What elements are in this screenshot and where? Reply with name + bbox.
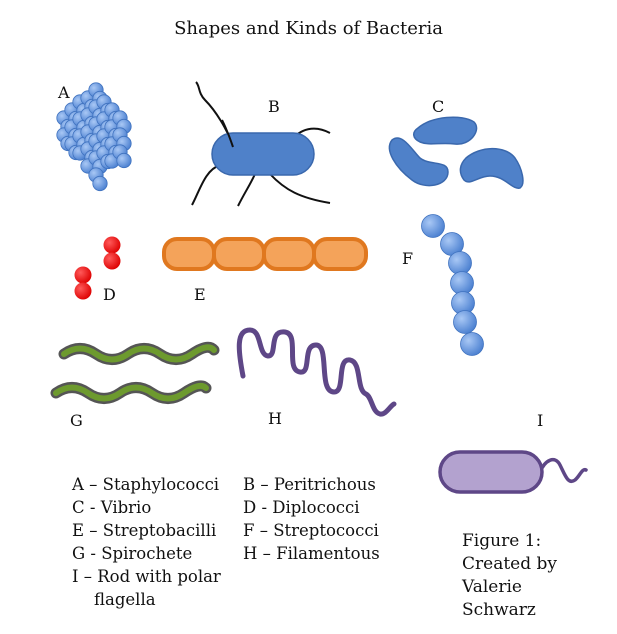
figure-caption-line-3: Valerie xyxy=(462,577,522,597)
legend-entry-b: B – Peritrichous xyxy=(243,475,376,494)
diplococci xyxy=(74,236,121,300)
label-i: I xyxy=(537,411,544,430)
legend-entry-i-continued: flagella xyxy=(94,590,156,609)
staphylococci-cluster xyxy=(56,82,132,192)
label-c: C xyxy=(432,97,445,116)
coccus-cell xyxy=(116,152,132,169)
filamentous-bacterium xyxy=(236,327,397,417)
label-g: G xyxy=(70,411,83,430)
label-a: A xyxy=(58,83,70,102)
coccus-cell xyxy=(448,251,472,275)
coccus-cell xyxy=(453,310,477,334)
polar-flagella-rod xyxy=(438,450,588,494)
diagram-title: Shapes and Kinds of Bacteria xyxy=(174,18,443,39)
coccus-cell xyxy=(450,271,474,295)
legend-entry-e: E – Streptobacilli xyxy=(72,521,217,540)
coccus-cell xyxy=(421,214,445,238)
legend-entry-a: A – Staphylococci xyxy=(72,475,220,494)
label-e: E xyxy=(194,285,206,304)
legend-entry-d: D - Diplococci xyxy=(243,498,360,517)
label-h: H xyxy=(268,409,282,428)
coccus-cell xyxy=(92,175,108,192)
label-d: D xyxy=(103,285,116,304)
vibrio-cells xyxy=(388,116,524,189)
figure-caption-line-4: Schwarz xyxy=(462,600,536,620)
legend-entry-f: F – Streptococci xyxy=(243,521,379,540)
figure-caption-line-1: Figure 1: xyxy=(462,531,542,551)
legend-entry-g: G - Spirochete xyxy=(72,544,193,563)
legend-left-column: A – Staphylococci C - Vibrio E – Strepto… xyxy=(72,473,221,611)
streptobacilli-chain xyxy=(162,237,368,271)
figure-caption-line-2: Created by xyxy=(462,554,557,574)
legend-entry-i: I – Rod with polar xyxy=(72,567,221,586)
streptococci-chain xyxy=(421,214,484,356)
peritrichous-bacterium xyxy=(191,81,331,207)
figure-caption: Figure 1: Created by Valerie Schwarz xyxy=(462,530,557,622)
coccus-cell xyxy=(460,332,484,356)
spirochetes xyxy=(50,341,220,404)
label-f: F xyxy=(402,249,414,268)
legend-entry-c: C - Vibrio xyxy=(72,498,152,517)
legend-right-column: B – Peritrichous D - Diplococci F – Stre… xyxy=(243,473,380,565)
legend-entry-h: H – Filamentous xyxy=(243,544,380,563)
label-b: B xyxy=(268,97,280,116)
